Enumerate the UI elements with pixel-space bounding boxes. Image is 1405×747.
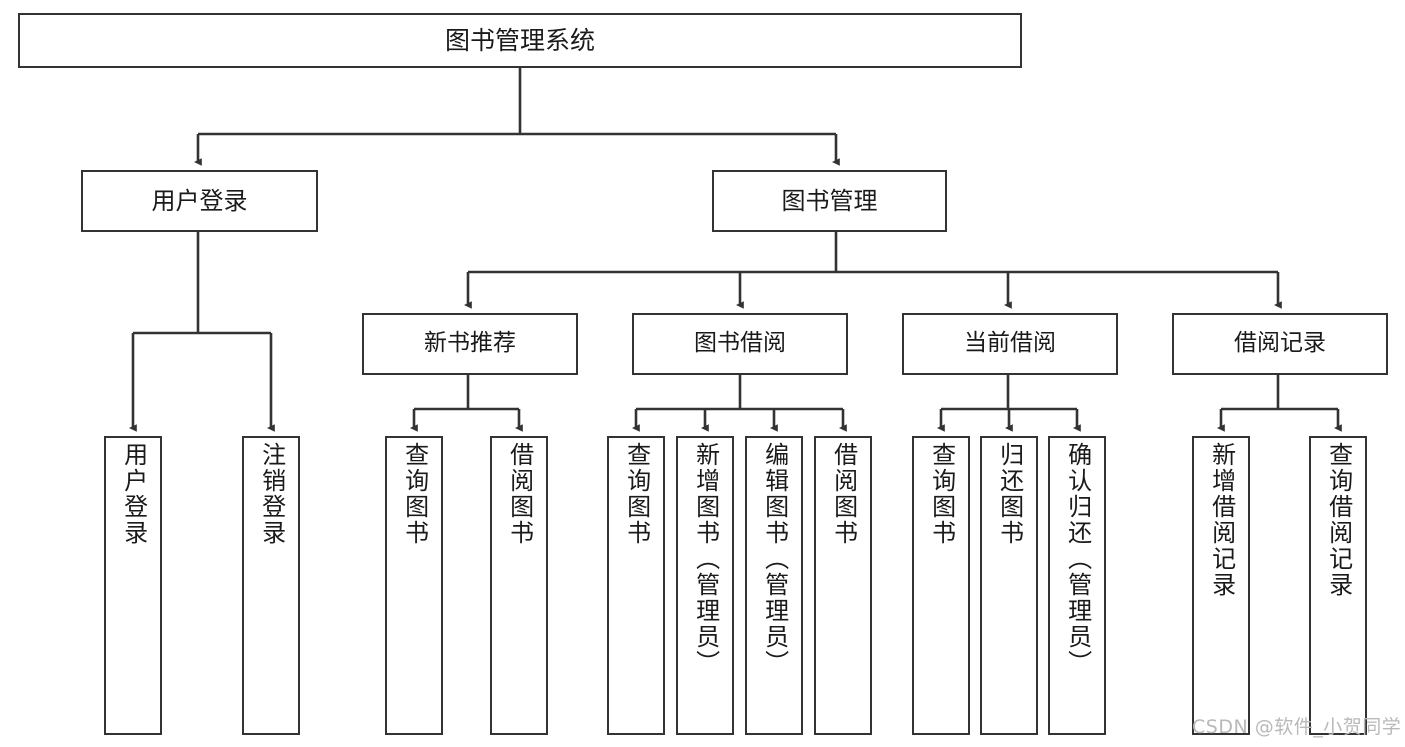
node-leaf-user-login-label: 用户登录 xyxy=(119,442,148,546)
node-leaf-rec-query-label: 查询图书 xyxy=(400,442,429,546)
node-borrow-record-label: 借阅记录 xyxy=(1234,330,1326,357)
node-leaf-rec-query[interactable]: 查询图书 xyxy=(385,436,443,735)
node-current-borrow[interactable]: 当前借阅 xyxy=(902,313,1118,375)
node-leaf-record-query[interactable]: 查询借阅记录 xyxy=(1309,436,1367,735)
node-leaf-user-logout[interactable]: 注销登录 xyxy=(242,436,300,735)
node-book-manage[interactable]: 图书管理 xyxy=(712,170,947,232)
node-leaf-user-logout-label: 注销登录 xyxy=(257,442,286,546)
node-leaf-borrow-lend[interactable]: 借阅图书 xyxy=(814,436,872,735)
node-root[interactable]: 图书管理系统 xyxy=(18,13,1022,68)
node-leaf-record-add-label: 新增借阅记录 xyxy=(1207,442,1236,598)
node-leaf-record-add[interactable]: 新增借阅记录 xyxy=(1192,436,1250,735)
node-leaf-user-login[interactable]: 用户登录 xyxy=(104,436,162,735)
node-leaf-borrow-add-label: 新增图书（管理员） xyxy=(691,442,720,676)
node-leaf-cur-return[interactable]: 归还图书 xyxy=(980,436,1038,735)
node-leaf-borrow-edit-label: 编辑图书（管理员） xyxy=(760,442,789,676)
node-book-borrow-label: 图书借阅 xyxy=(694,330,786,357)
node-leaf-cur-query-label: 查询图书 xyxy=(927,442,956,546)
node-book-manage-label: 图书管理 xyxy=(781,186,878,215)
node-leaf-rec-borrow[interactable]: 借阅图书 xyxy=(490,436,548,735)
node-current-borrow-label: 当前借阅 xyxy=(964,330,1056,357)
node-leaf-borrow-lend-label: 借阅图书 xyxy=(829,442,858,546)
node-root-label: 图书管理系统 xyxy=(444,25,595,55)
node-leaf-record-query-label: 查询借阅记录 xyxy=(1324,442,1353,598)
node-leaf-borrow-query-label: 查询图书 xyxy=(622,442,651,546)
node-leaf-cur-query[interactable]: 查询图书 xyxy=(912,436,970,735)
node-user-login[interactable]: 用户登录 xyxy=(81,170,318,232)
node-leaf-borrow-query[interactable]: 查询图书 xyxy=(607,436,665,735)
node-leaf-rec-borrow-label: 借阅图书 xyxy=(505,442,534,546)
csdn-watermark: CSDN @软件_小贺同学 xyxy=(1192,716,1402,738)
node-leaf-borrow-edit[interactable]: 编辑图书（管理员） xyxy=(745,436,803,735)
node-leaf-cur-confirm-label: 确认归还（管理员） xyxy=(1063,442,1092,676)
node-leaf-cur-return-label: 归还图书 xyxy=(995,442,1024,546)
node-book-borrow[interactable]: 图书借阅 xyxy=(632,313,848,375)
node-leaf-borrow-add[interactable]: 新增图书（管理员） xyxy=(676,436,734,735)
node-leaf-cur-confirm[interactable]: 确认归还（管理员） xyxy=(1048,436,1106,735)
node-borrow-record[interactable]: 借阅记录 xyxy=(1172,313,1388,375)
node-new-book-rec[interactable]: 新书推荐 xyxy=(362,313,578,375)
node-new-book-rec-label: 新书推荐 xyxy=(424,330,516,357)
node-user-login-label: 用户登录 xyxy=(151,186,248,215)
